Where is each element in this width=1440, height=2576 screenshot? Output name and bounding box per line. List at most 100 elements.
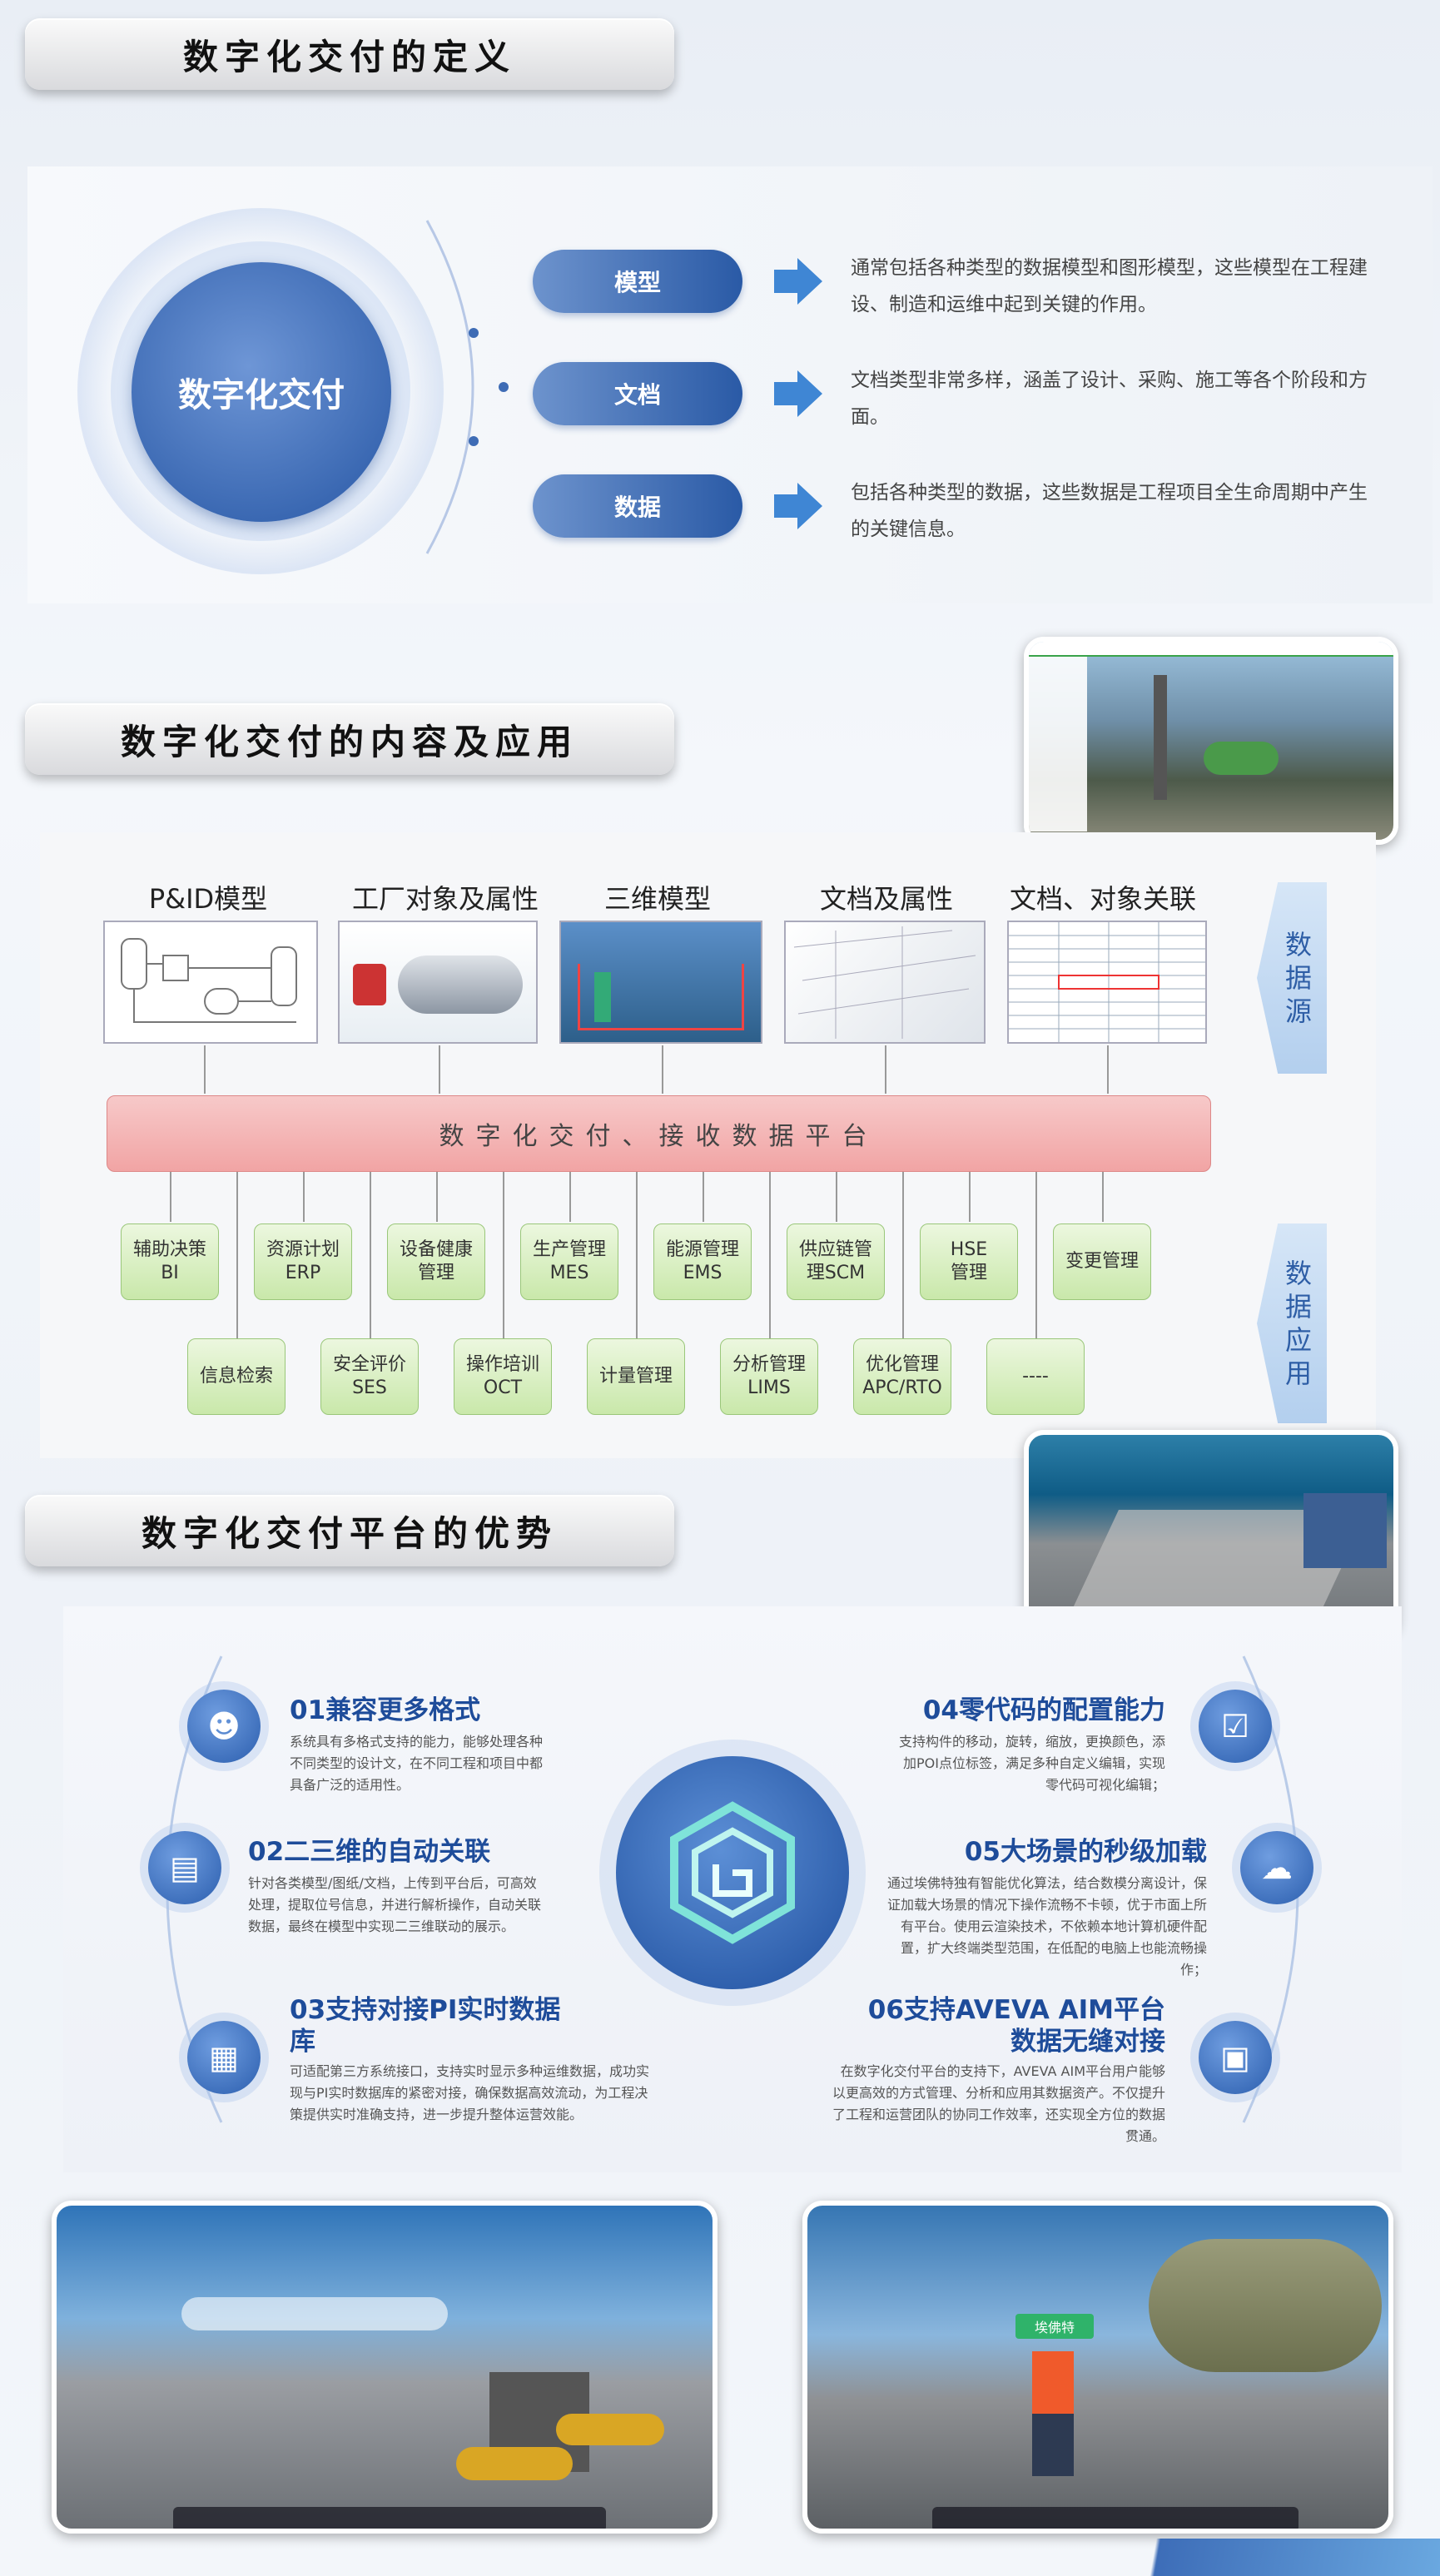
connector-line [1107,1045,1109,1094]
definition-pill-model: 模型 [533,250,742,313]
bottom-toolbar [173,2507,606,2529]
hexagon-logo-icon [670,1801,795,1944]
3d-model-image [559,921,762,1044]
vessel-shape [1149,2239,1382,2372]
connector-line [902,1172,904,1338]
definition-pill-data: 数据 [533,474,742,538]
feature-title-5: 05大场景的秒级加载 [964,1837,1207,1867]
definition-panel: 数字化交付 [27,166,1433,603]
tank-shape [1204,742,1279,775]
app-box-more: ---- [986,1338,1085,1415]
association-table-image [1007,921,1207,1044]
connector-line [662,1045,663,1094]
definition-desc-data: 包括各种类型的数据，这些数据是工程项目全生命周期中产生的关键信息。 [851,482,1368,540]
connector-line [204,1045,206,1094]
worker-figure [1032,2351,1074,2476]
app-box-erp: 资源计划 ERP [254,1223,352,1300]
arrow-right-icon [774,483,822,529]
app-box-metering: 计量管理 [587,1338,685,1415]
app-box-ses: 安全评价 SES [320,1338,419,1415]
app-box-hse: HSE 管理 [920,1223,1018,1300]
app-box-ems: 能源管理 EMS [653,1223,752,1300]
feature-title-6: 06支持AVEVA AIM平台数据无缝对接 [867,1995,1165,2057]
feature-text-5: 通过埃佛特独有智能优化算法，结合数模分离设计，保证加载大场景的情况下操作流畅不卡… [886,1875,1207,1978]
feature-title-2: 02二三维的自动关联 [248,1837,491,1867]
app-box-apc-rto: 优化管理 APC/RTO [853,1338,951,1415]
section-title-definition: 数字化交付的定义 [25,18,674,90]
connector-line [503,1172,504,1338]
pid-diagram-image [103,921,318,1044]
vessel-shape [398,955,523,1014]
pipe-frame [578,964,744,1030]
feature-title-3: 03支持对接PI实时数据库 [290,1995,561,2057]
bottom-toolbar [932,2507,1298,2529]
worker-badge: 埃佛特 [1015,2314,1094,2339]
connector-line [636,1172,638,1338]
building-shape [1303,1493,1387,1568]
connector-line [170,1172,171,1222]
column-shape [1154,675,1167,800]
connector-line [370,1172,371,1338]
app-box-scm: 供应链管 理SCM [787,1223,885,1300]
data-source-tag-text: 数据源 [1284,929,1312,1027]
corner-decoration [1032,2539,1440,2576]
feature-title-4: 04零代码的配置能力 [922,1695,1165,1725]
device-icon: ▣ [1199,2021,1272,2094]
app-box-change-management: 变更管理 [1053,1223,1151,1300]
section-title-advantages: 数字化交付平台的优势 [25,1495,674,1566]
center-circle: 数字化交付 [132,262,391,522]
app-box-bi: 辅助决策 BI [121,1223,219,1300]
feature-text-6: 在数字化交付平台的支持下，AVEVA AIM平台用户能够以更高效的方式管理、分析… [832,2063,1166,2144]
source-header: 文档及属性 [819,883,953,915]
section-title-content: 数字化交付的内容及应用 [25,703,674,775]
source-header: 文档、对象关联 [1009,883,1196,915]
tree-panel [1029,657,1087,831]
arrow-right-icon [774,370,822,417]
screenshot-worker-view: 埃佛特 [802,2201,1393,2534]
connector-line [569,1172,571,1222]
feature-text-3: 可适配第三方系统接口，支持实时显示多种运维数据，成功实现与PI实时数据库的紧密对… [290,2063,650,2122]
connector-line [1102,1172,1104,1222]
arrow-right-icon [774,258,822,305]
screenshot-plant-overview [52,2201,718,2534]
feature-text-1: 系统具有多格式支持的能力，能够处理各种不同类型的设计文，在不同工程和项目中都具备… [290,1734,544,1793]
plant-object-image [338,921,538,1044]
feature-title-1: 01兼容更多格式 [290,1695,481,1725]
user-icon: ☻ [187,1690,261,1763]
app-box-equipment-health: 设备健康 管理 [387,1223,485,1300]
clipboard-icon: ▤ [148,1831,221,1904]
arc-connector [425,220,509,554]
definition-pill-document: 文档 [533,362,742,425]
connector-line [236,1172,238,1338]
connector-line [969,1172,971,1222]
tank-shape [556,2414,664,2445]
delivery-platform-bar: 数字化交付、接收数据平台 [107,1095,1211,1172]
tank-shape [456,2447,573,2480]
cloud-download-icon: ☁ [1240,1831,1313,1904]
hierarchy-icon: ▦ [187,2021,261,2094]
connector-line [439,1045,440,1094]
data-application-tag-text: 数据应用 [1284,1258,1312,1389]
connector-line [1035,1172,1037,1338]
definition-desc-model: 通常包括各种类型的数据模型和图形模型，这些模型在工程建设、制造和运维中起到关键的… [851,257,1368,315]
logo-circle [616,1756,849,1989]
connector-line [836,1172,837,1222]
connector-line [769,1172,771,1338]
definition-desc-document: 文档类型非常多样，涵盖了设计、采购、施工等各个阶段和方面。 [851,370,1368,428]
connector-line [436,1172,438,1222]
connector-line [703,1172,704,1222]
cloud-shape [181,2297,448,2330]
advantages-panel [63,1606,1402,2172]
app-toolbar [1029,642,1393,657]
app-box-info-retrieval: 信息检索 [187,1338,286,1415]
feature-text-4: 支持构件的移动，旋转，缩放，更换颜色，添加POI点位标签，满足多种自定义编辑，实… [898,1734,1165,1793]
app-box-mes: 生产管理 MES [520,1223,618,1300]
connector-line [885,1045,886,1094]
document-image [784,921,986,1044]
app-box-oct: 操作培训 OCT [454,1338,552,1415]
app-box-lims: 分析管理 LIMS [720,1338,818,1415]
tower-shape [594,972,611,1022]
checklist-icon: ☑ [1199,1690,1272,1763]
screenshot-3d-plant-aerial [1024,1430,1398,1638]
source-header: 工厂对象及属性 [351,883,539,915]
